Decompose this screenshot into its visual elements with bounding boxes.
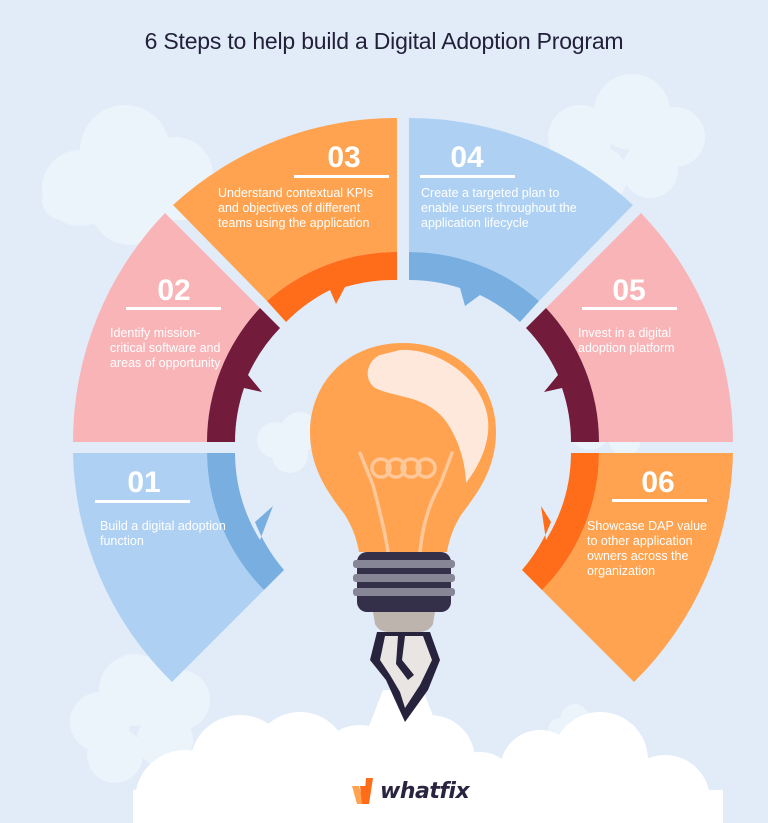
segment-06 (522, 453, 733, 682)
segment-03-band (267, 251, 397, 322)
step-03-description: Understand contextual KPIs and objective… (218, 186, 373, 230)
segment-03-outer (173, 117, 397, 301)
segment-01-band (207, 453, 284, 590)
front-clouds (133, 712, 723, 823)
step-03-number: 03 (327, 141, 361, 174)
filament (358, 451, 454, 554)
segment-01 (73, 453, 284, 682)
segment-04-outer (409, 117, 633, 301)
segment-04 (409, 117, 633, 322)
whatfix-logo-text: whatfix (380, 778, 470, 804)
step-02-divider (126, 307, 221, 310)
cloud-icon (42, 105, 213, 245)
step-06-description: Showcase DAP value to other application … (587, 519, 707, 578)
segment-02-outer (72, 213, 260, 442)
segment-05 (526, 213, 734, 442)
cloud-icon (257, 412, 320, 473)
step-01-description: Build a digital adoption function (100, 519, 226, 548)
step-06-number: 06 (641, 466, 675, 499)
whatfix-logo-icon (352, 778, 373, 804)
step-03-divider (294, 175, 389, 178)
segment-03 (173, 117, 397, 322)
cloud-icon (70, 654, 210, 783)
step-02-description: Identify mission-critical software and a… (110, 326, 221, 370)
step-05-number: 05 (612, 274, 646, 307)
step-04-description: Create a targeted plan to enable users t… (421, 186, 577, 230)
segment-05-outer (546, 213, 734, 442)
segment-05-band (526, 308, 599, 442)
bulb-tip (373, 612, 435, 632)
segment-06-outer (542, 453, 733, 682)
segment-02 (72, 213, 280, 442)
step-01-number: 01 (127, 466, 161, 499)
segment-01-outer (73, 453, 264, 682)
segment-04-band (409, 251, 539, 322)
page-title: 6 Steps to help build a Digital Adoption… (144, 28, 624, 54)
step-05-description: Invest in a digital adoption platform (578, 326, 675, 355)
step-01-divider (95, 500, 190, 503)
step-06-divider (612, 499, 707, 502)
bulb-highlight (367, 349, 489, 483)
lightbulb-icon (310, 343, 496, 722)
segment-02-band (207, 308, 280, 442)
segment-06-band (522, 453, 599, 590)
step-04-divider (420, 175, 515, 178)
whatfix-logo: whatfix (352, 776, 470, 806)
step-02-number: 02 (157, 274, 191, 307)
step-04-number: 04 (450, 141, 484, 174)
step-05-divider (582, 307, 677, 310)
